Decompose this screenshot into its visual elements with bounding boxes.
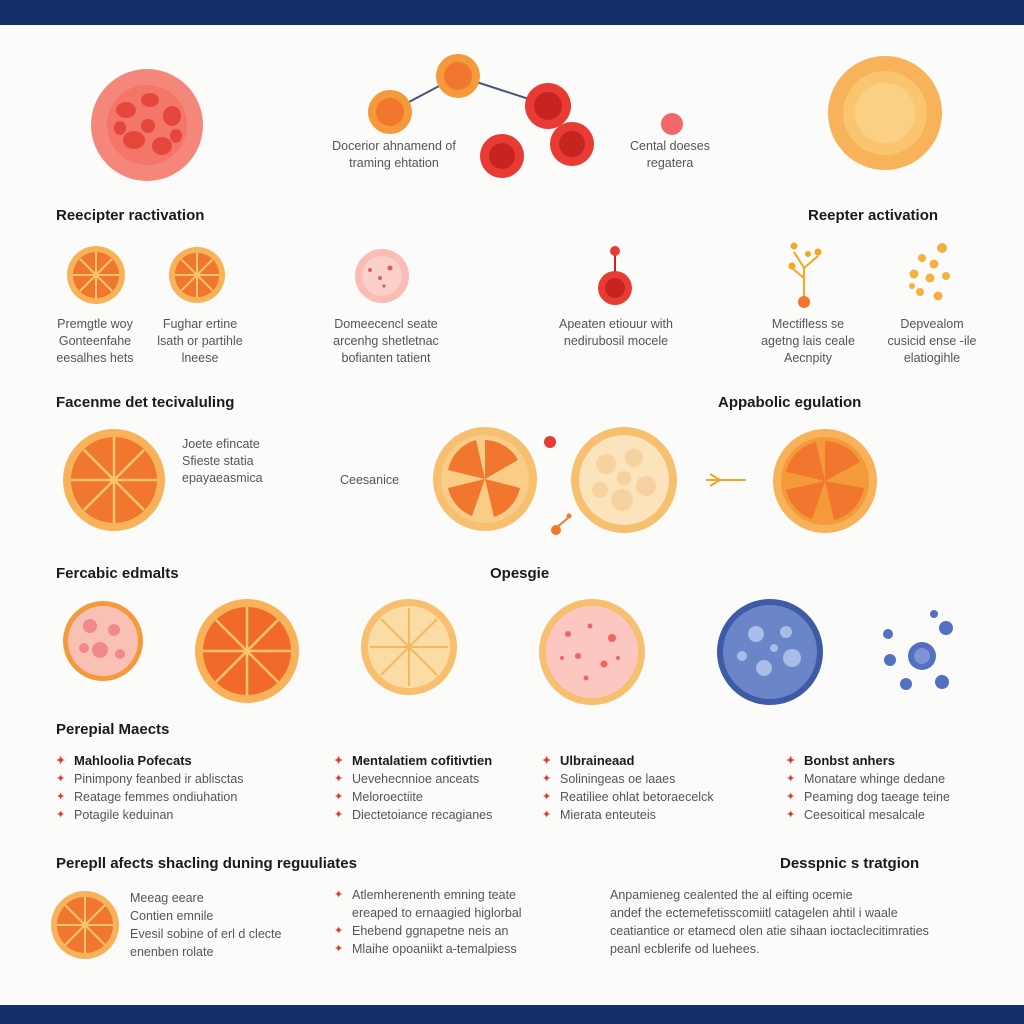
orange-segment-cell-icon [433, 427, 537, 531]
molecule-chain-icon [368, 54, 594, 178]
blue-vesicle-cell-icon [717, 599, 823, 705]
orange-ligand-icon [551, 513, 572, 535]
effects-column-1: Mahloolia Pofecats Pinimpony feanbed ir … [56, 752, 244, 824]
orange-slice-icon [168, 246, 226, 304]
heading-fercabic: Fercabic edmalts [56, 565, 179, 582]
top-band [0, 0, 1024, 25]
heading-receptor-right: Reepter activation [808, 207, 939, 224]
bottom-right-text: Anpamieneg cealented the al eifting ocem… [610, 888, 929, 956]
orange-slice-icon [51, 891, 119, 959]
large-orange-slice-icon [773, 429, 877, 533]
bottom-band [0, 1005, 1024, 1024]
bottom-heading-right: Desspnic s tratgion [780, 855, 920, 872]
branching-signal-icon [788, 242, 822, 308]
bottom-middle-list: Atlemherenenth emning teate ereaped to e… [334, 886, 522, 958]
red-dot-icon [544, 436, 556, 448]
effects-column-4: Bonbst anhers Monatare whinge dedane Pea… [786, 752, 950, 824]
arrow-right-icon [706, 473, 746, 487]
scattered-granules-icon [909, 243, 950, 301]
pink-cell-icon [355, 249, 409, 303]
heading-appabolic: Appabolic egulation [718, 394, 862, 411]
effects-column-2: Mentalatiem cofitivtien Uevehecnnioe anc… [334, 752, 492, 824]
pale-orange-slice-icon [361, 599, 457, 695]
effects-column-3: Ulbraineaad Soliningeas oe laaes Reatili… [542, 752, 714, 824]
pink-vesicle-cell-icon [63, 601, 143, 681]
red-cell-cluster-icon [91, 69, 203, 181]
ligand-receptor-icon [598, 246, 632, 305]
heading-receptor-left: Reecipter ractivation [56, 207, 205, 224]
bottom-heading-left: Perepll afects shacling duning reguuliat… [56, 855, 357, 872]
pale-vesicle-cell-icon [571, 427, 677, 533]
middle-label: Ceesanice [340, 473, 400, 487]
small-red-dot-icon [661, 113, 683, 135]
orange-slice-icon [67, 246, 125, 304]
heading-facenme: Facenme det tecivaluling [56, 394, 235, 411]
blue-particles-icon [883, 610, 953, 690]
large-orange-slice-icon [63, 429, 165, 531]
speckled-pink-cell-icon [539, 599, 645, 705]
orange-slice-icon [195, 599, 299, 703]
effects-heading: Perepial Maects [56, 721, 170, 738]
yellow-cell-icon [828, 56, 942, 170]
heading-opesgie: Opesgie [490, 565, 550, 582]
